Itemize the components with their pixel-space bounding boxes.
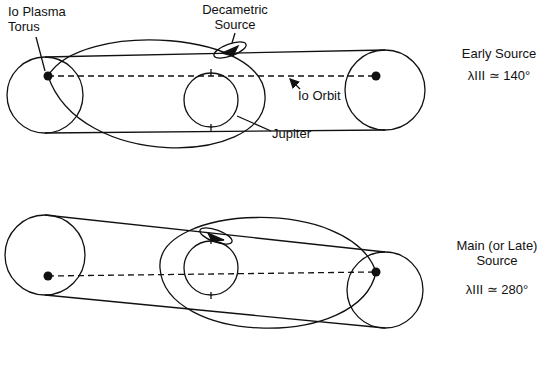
orbit-label: Io Orbit [298,88,341,103]
torus-label: Io Plasma Torus [8,4,76,34]
planet-label: Jupiter [272,126,311,141]
panel-title: Main (or Late) Source [447,238,547,268]
longitude-label: λIII ≃ 140° [450,68,548,83]
longitude-label: λIII ≃ 280° [447,282,547,297]
source-label: Decametric Source [192,2,278,32]
panel-title: Early Source [450,46,548,61]
